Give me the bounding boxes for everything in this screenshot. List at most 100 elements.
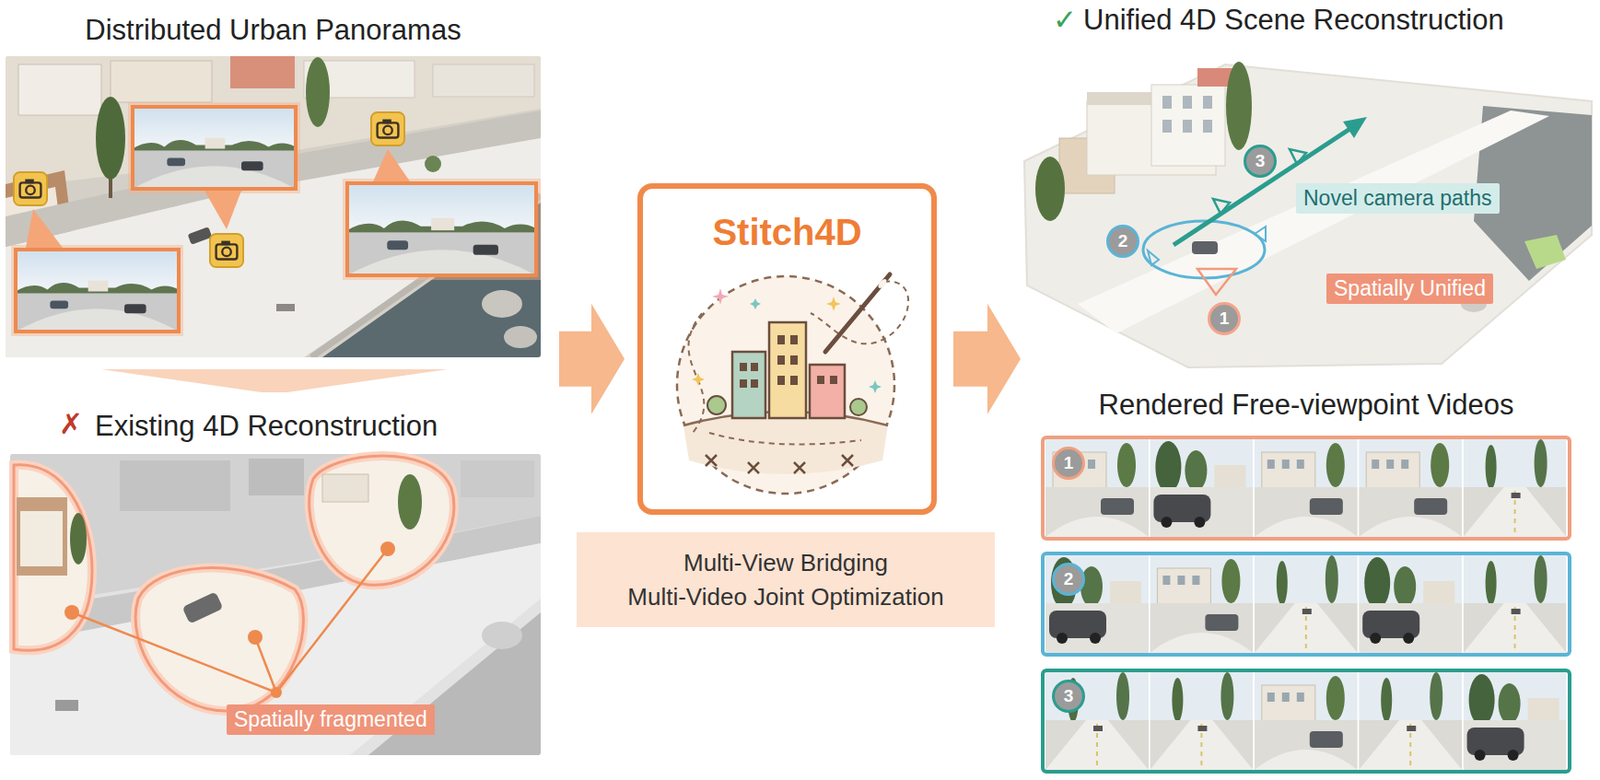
camera-path bbox=[1147, 250, 1159, 266]
stitch-emblem bbox=[829, 375, 838, 385]
fragment-leader bbox=[255, 637, 277, 693]
stitch-emblem bbox=[769, 322, 806, 419]
unified-scene bbox=[1226, 61, 1252, 151]
unified-scene bbox=[1524, 234, 1566, 269]
video-frames bbox=[1149, 439, 1253, 538]
video-frames bbox=[1045, 555, 1149, 654]
camera-path bbox=[1254, 226, 1266, 242]
callout-number: 3 bbox=[1051, 679, 1086, 713]
unified-scene bbox=[1151, 84, 1226, 166]
unified-scene bbox=[1024, 61, 1592, 368]
callout-text: 2 bbox=[1118, 232, 1129, 251]
unified-scene bbox=[1162, 95, 1172, 109]
panorama-thumbnail bbox=[15, 249, 179, 332]
unified-scene bbox=[1162, 119, 1172, 133]
stitch-emblem bbox=[739, 362, 748, 372]
stitch-emblem bbox=[739, 379, 748, 388]
video-frames bbox=[1254, 672, 1358, 771]
camera-icon bbox=[371, 112, 405, 146]
fragmented-reconstruction bbox=[10, 454, 541, 756]
tag-text: Spatially fragmented bbox=[233, 705, 428, 735]
callout-text: 1 bbox=[1219, 309, 1230, 328]
image-panel: Distributed Urban Panoramas bbox=[5, 0, 541, 358]
unified-scene bbox=[1202, 119, 1213, 133]
image-panel: Existing 4D ReconstructionSpatially frag… bbox=[10, 408, 541, 756]
camera-path bbox=[1197, 268, 1237, 295]
panorama-thumbnail bbox=[373, 149, 410, 182]
stitch-emblem bbox=[750, 379, 759, 388]
callout-number: 3 bbox=[1243, 144, 1277, 178]
stitch-emblem bbox=[790, 335, 798, 345]
unified-scene bbox=[1202, 95, 1213, 109]
reconstructed-fragment bbox=[397, 474, 422, 530]
aerial-city-view bbox=[5, 56, 541, 358]
stitch-emblem bbox=[705, 455, 717, 467]
fragmented-reconstruction bbox=[460, 460, 535, 498]
stitch-emblem bbox=[732, 351, 766, 419]
fragmented-reconstruction bbox=[481, 621, 523, 650]
tag-label: Spatially Unified bbox=[1326, 273, 1494, 304]
aerial-city-view bbox=[481, 290, 523, 318]
camera-icon bbox=[13, 112, 405, 268]
fragmented-reconstruction bbox=[119, 460, 231, 512]
tag-label: Novel camera paths bbox=[1296, 183, 1500, 214]
reconstructed-fragment bbox=[182, 591, 224, 624]
camera-icon bbox=[13, 172, 47, 206]
stitch-emblem bbox=[691, 373, 705, 386]
stitch-emblem bbox=[709, 432, 862, 445]
panorama-thumbnail bbox=[132, 106, 296, 189]
camera-icon bbox=[210, 233, 244, 268]
fragmented-reconstruction bbox=[248, 458, 304, 496]
panorama-thumbnail bbox=[15, 249, 179, 332]
reconstructed-fragment bbox=[309, 455, 455, 585]
video-frames bbox=[1149, 555, 1253, 654]
fragment-leader bbox=[64, 541, 396, 699]
unified-scene bbox=[1035, 156, 1065, 222]
video-frames bbox=[1045, 672, 1149, 771]
stitch-emblem bbox=[712, 288, 729, 305]
fragment-leader bbox=[64, 605, 80, 620]
aerial-city-view bbox=[424, 155, 442, 173]
video-frames bbox=[1463, 555, 1567, 654]
stitch-emblem bbox=[747, 462, 760, 474]
reconstructed-fragment bbox=[70, 513, 87, 565]
callout-number: 2 bbox=[1051, 562, 1086, 596]
stitch-emblem bbox=[777, 375, 785, 386]
panorama-thumbnail bbox=[132, 106, 296, 189]
panel-heading: Unified 4D Scene Reconstruction bbox=[1083, 3, 1592, 37]
method-box: Stitch4D bbox=[637, 183, 937, 515]
section-heading: Rendered Free-viewpoint Videos bbox=[1040, 388, 1572, 422]
camera-path bbox=[1191, 241, 1218, 255]
unified-scene bbox=[1182, 119, 1192, 133]
reconstructed-fragment bbox=[322, 474, 369, 503]
panel-heading: Distributed Urban Panoramas bbox=[5, 13, 541, 47]
video-frames bbox=[1358, 555, 1462, 654]
video-frames bbox=[1149, 672, 1253, 771]
stitch-emblem bbox=[876, 277, 888, 290]
panorama-thumbnail bbox=[347, 183, 537, 276]
callout-number: 1 bbox=[1051, 446, 1086, 480]
aerial-city-view bbox=[230, 56, 295, 89]
cross-mark: ✗ bbox=[58, 408, 83, 442]
stitch-emblem bbox=[850, 398, 867, 416]
aerial-city-view bbox=[18, 64, 102, 116]
reconstructed-fragment bbox=[13, 455, 455, 712]
stitch-emblem bbox=[809, 364, 845, 419]
video-frames bbox=[1254, 439, 1358, 538]
panorama-thumbnail bbox=[15, 249, 179, 332]
tag-text: Spatially Unified bbox=[1333, 274, 1486, 304]
panorama-thumbnail bbox=[15, 209, 179, 332]
reconstructed-fragment bbox=[309, 455, 455, 585]
fragmented-reconstruction bbox=[55, 700, 79, 712]
component-text: Multi-View Bridging bbox=[683, 546, 888, 581]
unified-scene bbox=[1024, 64, 1592, 368]
check-mark: ✓ bbox=[1052, 3, 1077, 37]
tag-text: Novel camera paths bbox=[1303, 184, 1493, 213]
method-name: Stitch4D bbox=[642, 210, 932, 254]
stitch-emblem bbox=[825, 274, 890, 352]
stitch-emblem bbox=[683, 411, 888, 475]
panorama-thumbnail bbox=[25, 209, 63, 248]
callout-number: 2 bbox=[1106, 224, 1140, 258]
image-panel: Unified 4D Scene Reconstruction 3Novel ca… bbox=[1020, 3, 1592, 368]
